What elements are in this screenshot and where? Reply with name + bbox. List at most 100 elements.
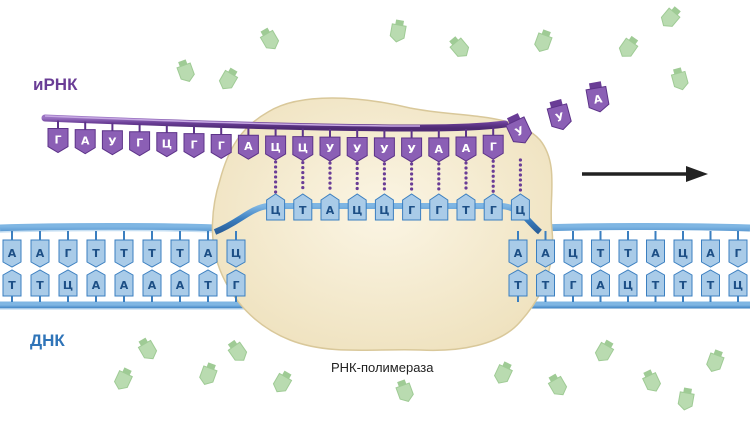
dna-template-nucleotide: Ц: [510, 193, 530, 221]
dna-base-letter: Ц: [623, 279, 633, 292]
mrna-base-letter: Г: [136, 137, 143, 150]
dna-base-letter: Г: [490, 204, 497, 217]
mrna-label: иРНК: [33, 75, 78, 94]
dna-template-nucleotide: Т: [293, 193, 313, 221]
hydrogen-bond: [437, 162, 441, 191]
mrna-nucleotide: У: [346, 129, 368, 163]
free-nucleotide: [395, 379, 414, 402]
dna-base-letter: Т: [8, 279, 16, 292]
dna-base-letter: А: [541, 247, 550, 260]
dna-top-nucleotide: А: [646, 231, 665, 268]
dna-top-nucleotide: Т: [142, 231, 162, 268]
dna-base-letter: Т: [542, 279, 550, 292]
dna-top-nucleotide: Т: [591, 231, 610, 268]
hydrogen-bonds: [274, 158, 523, 194]
mrna-base-letter: У: [108, 136, 117, 149]
dna-top-nucleotide: А: [701, 231, 720, 268]
dna-base-letter: Ц: [379, 204, 389, 217]
dna-base-letter: Т: [148, 247, 156, 260]
polymerase-label: РНК-полимераза: [331, 360, 434, 375]
dna-top-nucleotide: Г: [58, 231, 78, 268]
dna-bottom-nucleotide: А: [170, 269, 190, 302]
mrna-base-letter: Ц: [162, 138, 172, 151]
free-nucleotide: [272, 370, 293, 393]
dna-bottom-nucleotide: Г: [226, 269, 246, 302]
dna-bottom-nucleotide: Ц: [728, 269, 748, 302]
dna-base-letter: Т: [624, 247, 632, 260]
dna-base-letter: А: [36, 247, 45, 260]
dna-bottom-nucleotide: А: [114, 269, 134, 302]
dna-top-nucleotide: Т: [618, 231, 638, 268]
free-nucleotide: [259, 27, 280, 50]
dna-base-letter: Т: [462, 204, 470, 217]
dna-base-letter: А: [8, 247, 17, 260]
free-nucleotide: [642, 369, 662, 392]
free-ribonucleotide: А: [585, 81, 610, 113]
mrna-nucleotide: А: [237, 127, 259, 160]
mrna-base-letter: У: [407, 143, 416, 156]
dna-bottom-nucleotide: А: [86, 269, 106, 302]
free-nucleotide: [493, 361, 513, 384]
dna-template-nucleotide: Г: [483, 193, 503, 221]
mrna-base-letter: У: [326, 142, 335, 155]
dna-bottom-nucleotide: Ц: [58, 269, 78, 302]
dna-top-nucleotide: А: [198, 231, 218, 268]
dna-base-letter: Т: [679, 279, 687, 292]
mrna-nucleotide: У: [401, 129, 423, 163]
dna-base-letter: Ц: [270, 204, 280, 217]
free-nucleotide: [547, 373, 568, 396]
dna-base-letter: А: [596, 279, 605, 292]
free-nucleotide: [176, 59, 195, 82]
hydrogen-bond: [518, 158, 523, 192]
mrna-nucleotide: Г: [210, 126, 232, 160]
hydrogen-bond: [301, 160, 305, 190]
dna-base-letter: Т: [652, 279, 660, 292]
dna-bottom-nucleotide: Т: [646, 269, 665, 302]
free-ribonucleotide: У: [505, 113, 533, 144]
dna-base-letter: А: [651, 247, 660, 260]
dna-top-nucleotide: А: [508, 231, 528, 268]
mrna-base-letter: Г: [490, 140, 497, 153]
dna-base-letter: Т: [597, 247, 605, 260]
free-ribonucleotide: У: [546, 99, 572, 131]
mrna-base-letter: А: [81, 135, 90, 148]
mrna-nucleotide: Г: [183, 125, 205, 159]
dna-base-letter: Т: [707, 279, 715, 292]
dna-base-letter: Г: [64, 247, 71, 260]
dna-base-letter: А: [326, 204, 335, 217]
free-nucleotide: [660, 6, 681, 27]
free-nucleotide: [227, 339, 248, 361]
free-nucleotide: [199, 362, 218, 385]
free-nucleotide: [706, 349, 725, 372]
dna-base-letter: Г: [232, 279, 239, 292]
dna-base-letter: Т: [299, 204, 307, 217]
dna-top-nucleotide: Т: [86, 231, 106, 268]
free-nucleotide: [449, 36, 470, 57]
dna-bottom-nucleotide: Г: [563, 269, 583, 302]
dna-top-nucleotide: Ц: [226, 231, 246, 268]
dna-base-letter: Г: [408, 204, 415, 217]
hydrogen-bond: [328, 161, 332, 190]
dna-bottom-nucleotide: Т: [30, 269, 50, 302]
dna-bottom-nucleotide: Т: [536, 269, 555, 302]
mrna-nucleotide: Ц: [156, 124, 178, 158]
free-nucleotides: [113, 6, 725, 411]
mrna-base-letter: У: [353, 143, 362, 156]
dna-base-letter: Ц: [231, 247, 241, 260]
mrna-base-letter: Ц: [270, 141, 280, 154]
dna-base-letter: А: [148, 279, 157, 292]
dna-bottom-nucleotide: А: [142, 269, 162, 302]
dna-template-nucleotide: Ц: [266, 193, 286, 221]
free-nucleotide: [218, 67, 239, 90]
dna-base-letter: Т: [514, 279, 522, 292]
hydrogen-bond: [355, 161, 359, 191]
mrna-nucleotide: Г: [47, 120, 69, 154]
mrna-nucleotide: А: [455, 129, 477, 162]
hydrogen-bond: [491, 159, 495, 193]
mrna-nucleotide: У: [319, 129, 341, 162]
hydrogen-bond: [274, 160, 278, 194]
free-nucleotide: [389, 19, 407, 43]
dna-base-letter: Т: [120, 247, 128, 260]
